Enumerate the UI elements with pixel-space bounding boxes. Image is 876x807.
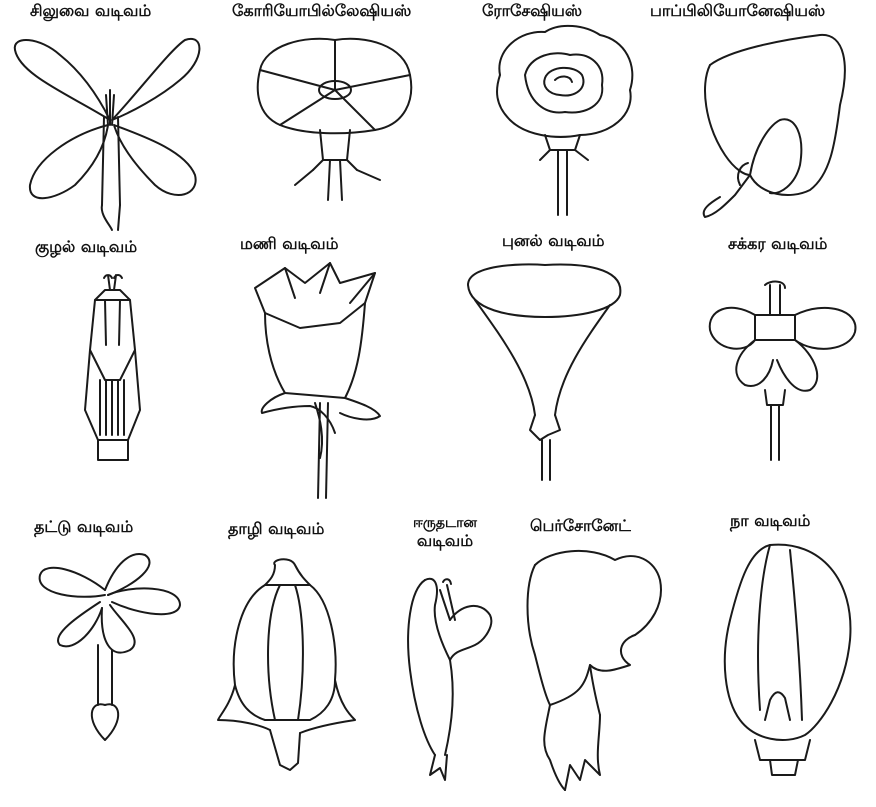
personate-flower-drawing bbox=[520, 545, 690, 790]
label-tubular: குழல் வடிவம் bbox=[35, 238, 137, 256]
infundibuliform-flower-drawing bbox=[460, 255, 630, 480]
label-infundibuliform: புனல் வடிவம் bbox=[502, 232, 605, 250]
label-rotate: சக்கர வடிவம் bbox=[728, 235, 827, 253]
label-urceolate: தாழி வடிவம் bbox=[228, 520, 324, 538]
salver-flower-drawing bbox=[20, 540, 190, 760]
ligulate-flower-drawing bbox=[710, 540, 860, 790]
label-ligulate: நா வடிவம் bbox=[730, 512, 810, 530]
label-personate: பெர்சோனேட் bbox=[530, 517, 631, 535]
rosaceous-flower-drawing bbox=[490, 20, 640, 215]
label-bilabiate-line2: வடிவம் bbox=[395, 532, 495, 550]
campanulate-flower-drawing bbox=[240, 258, 395, 498]
tubular-flower-drawing bbox=[70, 270, 155, 490]
label-bilabiate: ஈருதடான வடிவம் bbox=[395, 514, 495, 550]
label-bilabiate-line1: ஈருதடான bbox=[395, 514, 495, 532]
bilabiate-flower-drawing bbox=[395, 570, 505, 780]
cruciform-flower-drawing bbox=[0, 25, 220, 230]
label-salver: தட்டு வடிவம் bbox=[34, 518, 133, 536]
papilionaceous-flower-drawing bbox=[680, 25, 860, 220]
label-caryophyllaceous: கோரியோபில்லேஷியஸ் bbox=[232, 2, 411, 20]
caryophyllaceous-flower-drawing bbox=[245, 30, 425, 200]
rotate-flower-drawing bbox=[695, 260, 870, 475]
label-papilionaceous: பாப்பிலியோனேஷியஸ் bbox=[650, 2, 825, 20]
urceolate-flower-drawing bbox=[210, 555, 360, 780]
label-rosaceous: ரோசேஷியஸ் bbox=[482, 2, 582, 20]
label-cruciform: சிலுவை வடிவம் bbox=[30, 2, 151, 20]
label-campanulate: மணி வடிவம் bbox=[240, 235, 338, 253]
